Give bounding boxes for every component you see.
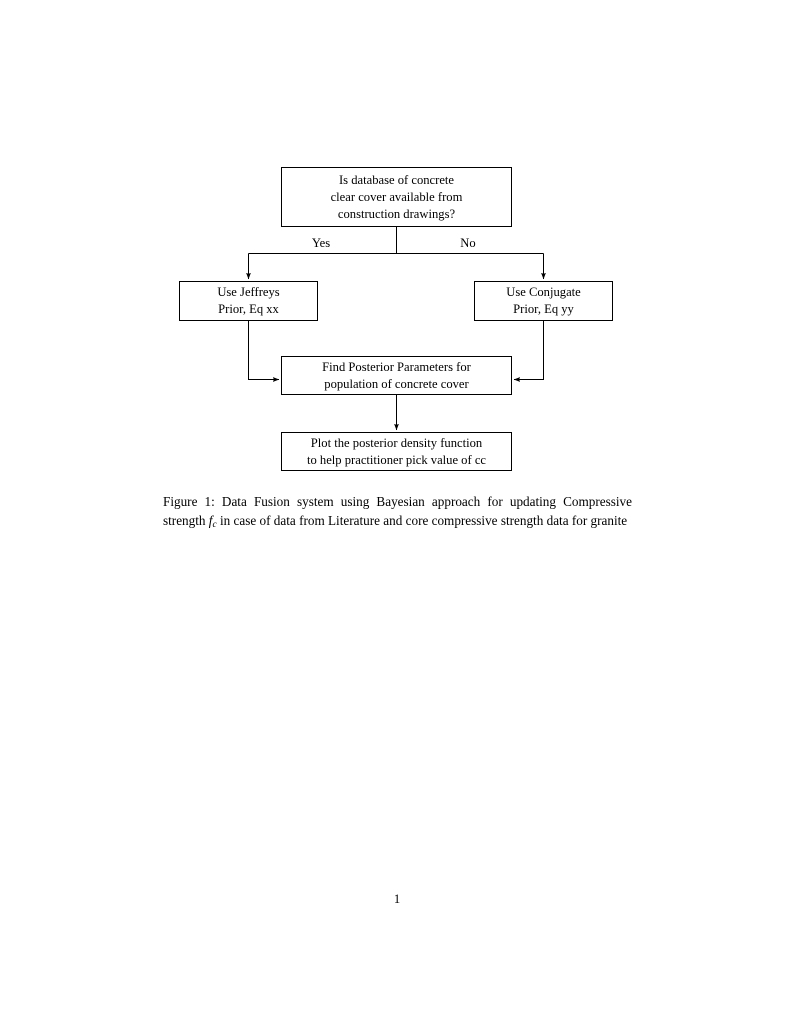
node-conjugate-line-2: Prior, Eq yy: [513, 302, 574, 316]
math-base: f: [208, 513, 213, 529]
edge-label-no: No: [460, 236, 476, 250]
figure-caption-text-after: in case of data from Literature and core…: [216, 513, 628, 529]
edge-question-split: [248, 227, 544, 254]
flowchart-connectors: [246, 227, 546, 431]
edge-conjugate-to-posterior: [513, 321, 544, 382]
math-subscript: c: [212, 520, 217, 531]
node-question-line-1: Is database of concrete: [338, 172, 455, 187]
flowchart-node-question: Is database of concrete clear cover avai…: [281, 167, 512, 227]
node-plot-line-2: to help practitioner pick value of cc: [306, 452, 487, 467]
page-number: 1: [393, 892, 401, 906]
edge-jeffreys-to-posterior: [248, 321, 280, 382]
flowchart-node-jeffreys-prior: Use Jeffreys Prior, Eq xx: [179, 281, 318, 321]
node-posterior-line-2: population of concrete cover: [324, 376, 469, 391]
node-posterior-line-1: Find Posterior Parameters for: [322, 359, 471, 374]
node-question-line-2: clear cover available from: [330, 189, 463, 204]
flowchart-node-find-posterior: Find Posterior Parameters for population…: [281, 356, 512, 395]
flowchart-node-plot-density: Plot the posterior density function to h…: [281, 432, 512, 471]
node-conjugate-line-1: Use Conjugate: [506, 285, 581, 299]
figure-caption-text-before: Data Fusion system using Bayesian approa…: [163, 494, 632, 529]
figure-caption-label: Figure 1:: [163, 494, 215, 509]
node-plot-line-1: Plot the posterior density function: [310, 435, 483, 450]
flowchart-node-conjugate-prior: Use Conjugate Prior, Eq yy: [474, 281, 613, 321]
node-jeffreys-line-1: Use Jeffreys: [217, 285, 280, 299]
figure-caption: Figure 1: Data Fusion system using Bayes…: [163, 492, 632, 535]
node-question-line-3: construction drawings?: [337, 206, 456, 221]
node-jeffreys-line-2: Prior, Eq xx: [218, 302, 279, 316]
figure-caption-math-fc: fc: [208, 513, 217, 531]
edge-label-yes: Yes: [311, 236, 331, 250]
